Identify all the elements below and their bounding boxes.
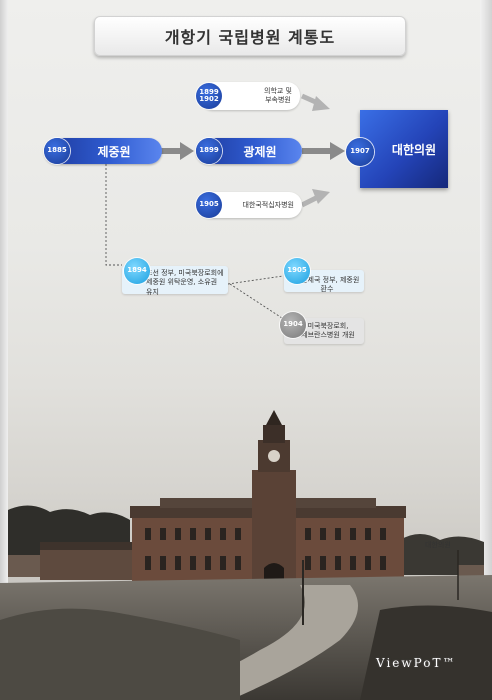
badge-year-1899: 1899 <box>199 87 219 96</box>
dotted-line-1894-1904 <box>229 283 283 319</box>
badge-1894: 1894 <box>124 258 150 284</box>
dotted-line-1894-1905 <box>227 275 284 285</box>
badge-1885: 1885 <box>44 138 70 164</box>
node-uihakgyo-line1: 의학교 및 <box>264 87 292 96</box>
photo-caption: 대한의원 <box>425 541 451 549</box>
right-frame-edge <box>480 0 492 700</box>
left-frame-edge <box>0 0 8 700</box>
node-redcross-label: 대한국적십자병원 <box>242 200 294 209</box>
badge-1905-redcross: 1905 <box>196 192 222 218</box>
note-1894-line2: 제중원 위탁운영, 소유권 유지 <box>146 278 218 296</box>
node-gwangjewon-label: 광제원 <box>243 144 277 159</box>
page-title: 개항기 국립병원 계통도 <box>94 16 406 56</box>
note-1904-line1: 미국북장로회, <box>307 322 349 330</box>
note-1905-label: 대한제국 정부, 제중원 환수 <box>294 276 360 294</box>
node-daehan-label: 대한의원 <box>391 142 437 157</box>
badge-year-1902: 1902 <box>199 95 219 103</box>
node-daehan-uiwon: 대한의원 <box>360 110 448 188</box>
badge-1907: 1907 <box>346 138 374 166</box>
dotted-line-1885-1894 <box>105 164 122 266</box>
note-1894-line1: 조선 정부, 미국북장로회에 <box>146 269 224 277</box>
viewpot-watermark: ViewPoT™ <box>376 656 457 670</box>
badge-1899-1902: 1899 1902 <box>196 83 222 109</box>
badge-1904: 1904 <box>280 312 306 338</box>
node-jejungwon-label: 제중원 <box>97 144 131 159</box>
note-1904-line2: 세브란스병원 개원 <box>301 331 355 340</box>
node-uihakgyo-line2: 부속병원 <box>265 96 291 104</box>
badge-1899: 1899 <box>196 138 222 164</box>
badge-1905-return: 1905 <box>284 258 310 284</box>
arrow-redcross-daehan <box>300 194 320 208</box>
